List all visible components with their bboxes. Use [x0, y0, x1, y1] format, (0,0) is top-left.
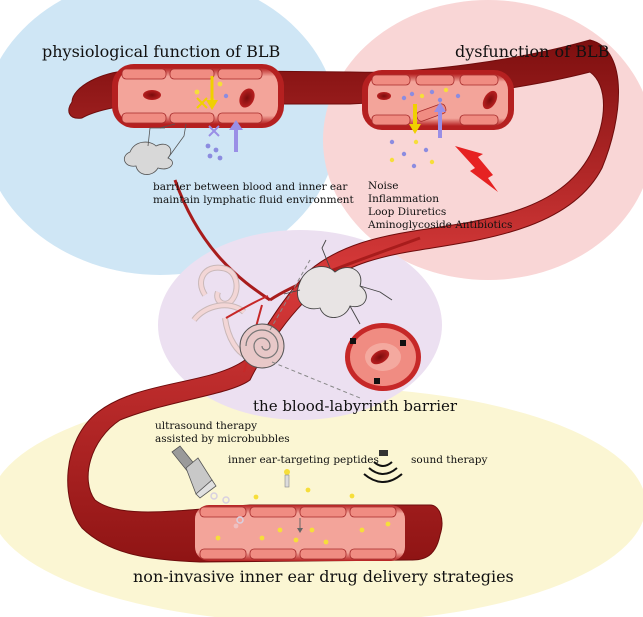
- central-glial-cell-icon: [283, 239, 393, 325]
- yellow-arrow-head: [409, 124, 421, 134]
- dashed-connector-2: [271, 361, 361, 399]
- purple-arrow-head-right: [434, 102, 446, 112]
- delivery-title: non-invasive inner ear drug delivery str…: [133, 567, 514, 586]
- delivery-particles: [210, 487, 355, 524]
- sound-therapy-label: sound therapy: [411, 454, 487, 466]
- purple-arrow-head: [229, 120, 243, 130]
- leaked-particles: [389, 139, 435, 169]
- ultrasound-label-2: assisted by microbubbles: [155, 433, 290, 445]
- ultrasound-probe-icon: [171, 445, 217, 499]
- capillary-dysfunction: [362, 70, 514, 130]
- capillary-physiological: [112, 64, 284, 128]
- dysfunction-cause-2: Inflammation: [368, 193, 439, 205]
- thin-vessel-left: [173, 179, 271, 302]
- dysfunction-cause-4: Aminoglycoside Antibiotics: [367, 219, 512, 231]
- physiological-caption-1: barrier between blood and inner ear: [153, 181, 348, 193]
- blocked-cross-icon: [208, 125, 220, 137]
- lightning-icon: [455, 146, 498, 192]
- sound-speaker-icon: [363, 450, 403, 483]
- glial-cell-icon: [123, 123, 187, 175]
- inner-ear-icon: [191, 264, 285, 369]
- peptides-label: inner ear-targeting peptides: [228, 454, 379, 466]
- purple-particles-left: [205, 143, 223, 161]
- dysfunction-title: dysfunction of BLB: [455, 42, 609, 61]
- capillary-delivery: [195, 505, 405, 561]
- vessel-cross-section: [345, 323, 421, 391]
- cochlea-vessel: [225, 295, 269, 319]
- dysfunction-cause-1: Noise: [368, 180, 398, 192]
- thin-vessel-right: [269, 236, 421, 302]
- ultrasound-label-1: ultrasound therapy: [155, 420, 257, 432]
- peptide-icon: [284, 469, 290, 488]
- physiological-title: physiological function of BLB: [42, 42, 280, 61]
- center-title: the blood-labyrinth barrier: [253, 397, 458, 415]
- dysfunction-cause-3: Loop Diuretics: [368, 206, 446, 218]
- physiological-caption-2: maintain lymphatic fluid environment: [153, 194, 355, 206]
